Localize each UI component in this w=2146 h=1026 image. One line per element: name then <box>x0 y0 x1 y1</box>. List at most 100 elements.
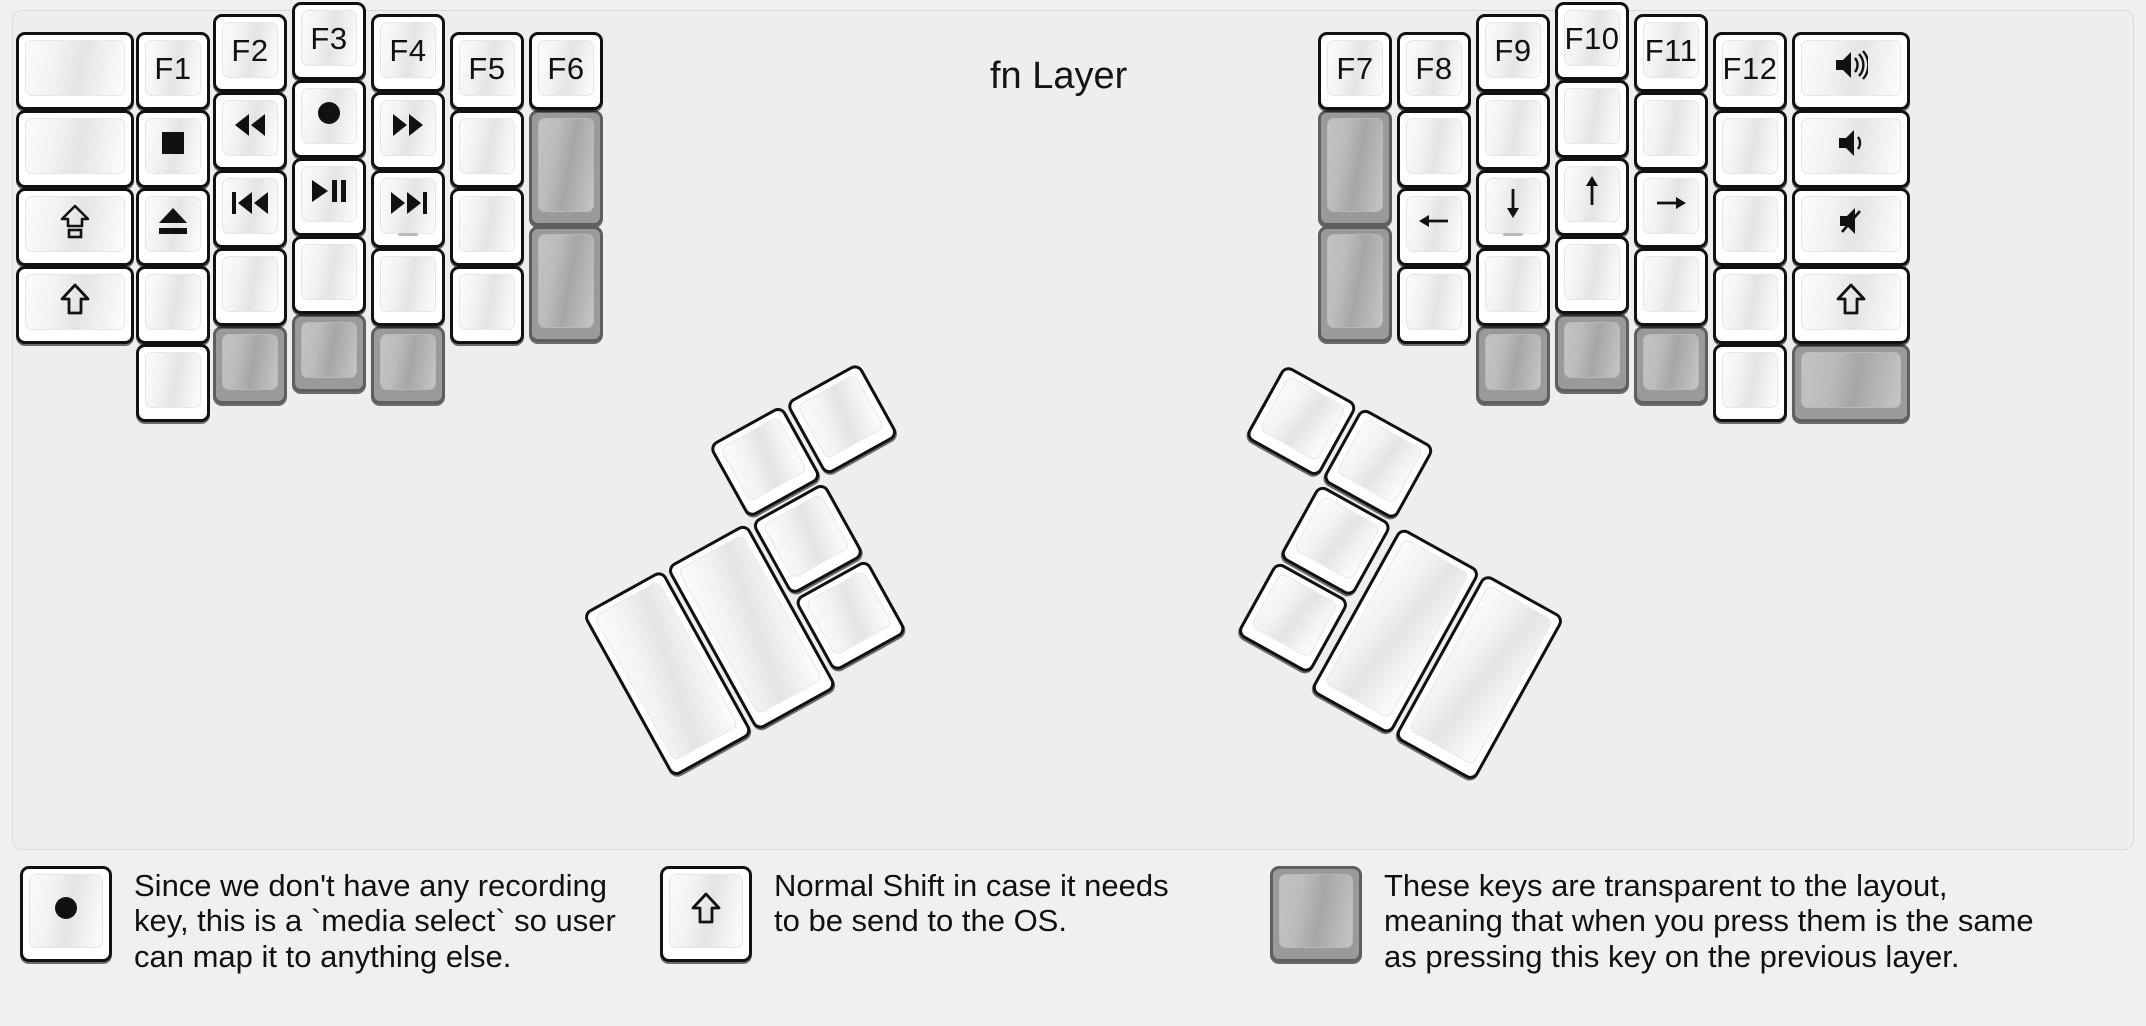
key-right-inner1-0[interactable]: F8 <box>1397 32 1471 110</box>
key-cap <box>301 322 357 378</box>
key-right-inner1-2[interactable] <box>1397 188 1471 266</box>
arrow-left-icon <box>1418 207 1450 241</box>
key-left-index-2[interactable] <box>371 170 445 248</box>
key-left-index-3[interactable] <box>371 248 445 326</box>
key-right-middle-4[interactable] <box>1555 314 1629 392</box>
key-left-index-1[interactable] <box>371 92 445 170</box>
key-right-pinky-3[interactable] <box>1713 266 1787 344</box>
key-right-inner2-2[interactable] <box>1318 226 1392 342</box>
key-left-middle-4[interactable] <box>292 314 366 392</box>
key-cap <box>1327 118 1383 212</box>
legend-key-sample <box>660 866 752 962</box>
key-label: F9 <box>1494 32 1532 68</box>
key-cap <box>25 118 125 174</box>
key-left-pinky-1[interactable] <box>136 110 210 188</box>
key-cap <box>1485 178 1541 234</box>
key-cap <box>1485 256 1541 312</box>
media-rewind-icon <box>232 112 268 144</box>
key-left-index-4[interactable] <box>371 326 445 404</box>
legend-key-sample <box>20 866 112 962</box>
key-right-outer-0[interactable] <box>1792 32 1910 110</box>
key-right-middle-1[interactable] <box>1555 80 1629 158</box>
key-left-pinky-0[interactable]: F1 <box>136 32 210 110</box>
key-cap: F9 <box>1485 22 1541 78</box>
key-left-ring-2[interactable] <box>213 170 287 248</box>
key-right-inner2-1[interactable] <box>1318 110 1392 226</box>
key-right-inner1-1[interactable] <box>1397 110 1471 188</box>
legend-item: Since we don't have any recording key, t… <box>20 866 616 974</box>
shift-icon <box>1836 283 1866 322</box>
key-left-inner1-0[interactable]: F5 <box>450 32 524 110</box>
key-left-pinky-3[interactable] <box>136 266 210 344</box>
key-left-outer-1[interactable] <box>16 110 134 188</box>
key-left-inner2-1[interactable] <box>529 110 603 226</box>
media-stop-icon <box>158 128 188 164</box>
key-left-inner2-0[interactable]: F6 <box>529 32 603 110</box>
key-cap: F2 <box>222 22 278 78</box>
key-left-outer-2[interactable] <box>16 188 134 266</box>
key-right-index-1[interactable] <box>1476 92 1550 170</box>
key-cap: F10 <box>1564 10 1620 66</box>
key-left-inner2-2[interactable] <box>529 226 603 342</box>
key-cap: F1 <box>145 40 201 96</box>
key-label: F12 <box>1722 50 1778 86</box>
key-left-middle-1[interactable] <box>292 80 366 158</box>
key-left-ring-0[interactable]: F2 <box>213 14 287 92</box>
key-left-ring-3[interactable] <box>213 248 287 326</box>
key-cap: F12 <box>1722 40 1778 96</box>
key-left-pinky-2[interactable] <box>136 188 210 266</box>
key-right-ring-0[interactable]: F11 <box>1634 14 1708 92</box>
key-right-inner1-3[interactable] <box>1397 266 1471 344</box>
key-right-index-3[interactable] <box>1476 248 1550 326</box>
homing-bar <box>1503 233 1523 236</box>
legend-key-1 <box>660 866 752 962</box>
key-left-outer-3[interactable] <box>16 266 134 344</box>
key-right-index-2[interactable] <box>1476 170 1550 248</box>
key-cap: F5 <box>459 40 515 96</box>
key-cap <box>1293 495 1382 582</box>
key-right-ring-2[interactable] <box>1634 170 1708 248</box>
legend-description: Since we don't have any recording key, t… <box>134 868 616 974</box>
key-left-inner1-2[interactable] <box>450 188 524 266</box>
key-right-pinky-0[interactable]: F12 <box>1713 32 1787 110</box>
key-right-pinky-1[interactable] <box>1713 110 1787 188</box>
key-right-pinky-4[interactable] <box>1713 344 1787 422</box>
key-cap <box>25 274 125 330</box>
key-left-ring-1[interactable] <box>213 92 287 170</box>
key-right-index-4[interactable] <box>1476 326 1550 404</box>
key-label: F8 <box>1415 50 1453 86</box>
key-left-middle-0[interactable]: F3 <box>292 2 366 80</box>
key-cap <box>222 256 278 312</box>
key-right-outer-2[interactable] <box>1792 188 1910 266</box>
key-right-ring-1[interactable] <box>1634 92 1708 170</box>
key-left-index-0[interactable]: F4 <box>371 14 445 92</box>
key-left-middle-3[interactable] <box>292 236 366 314</box>
key-right-pinky-2[interactable] <box>1713 188 1787 266</box>
media-play-pause-icon <box>310 178 348 210</box>
key-cap <box>380 178 436 234</box>
key-right-outer-1[interactable] <box>1792 110 1910 188</box>
key-left-inner1-3[interactable] <box>450 266 524 344</box>
key-cap <box>762 493 851 580</box>
key-right-middle-2[interactable] <box>1555 158 1629 236</box>
key-left-inner1-1[interactable] <box>450 110 524 188</box>
key-right-middle-3[interactable] <box>1555 236 1629 314</box>
key-right-inner2-0[interactable]: F7 <box>1318 32 1392 110</box>
volume-down-icon <box>1837 128 1865 164</box>
key-label: F6 <box>547 50 585 86</box>
key-right-ring-4[interactable] <box>1634 326 1708 404</box>
key-right-index-0[interactable]: F9 <box>1476 14 1550 92</box>
key-right-middle-0[interactable]: F10 <box>1555 2 1629 80</box>
key-left-pinky-4[interactable] <box>136 344 210 422</box>
key-right-outer-3[interactable] <box>1792 266 1910 344</box>
key-label: F1 <box>154 50 192 86</box>
key-left-middle-2[interactable] <box>292 158 366 236</box>
key-cap <box>1801 118 1901 174</box>
key-cap <box>1327 234 1383 328</box>
key-left-ring-4[interactable] <box>213 326 287 404</box>
key-right-ring-3[interactable] <box>1634 248 1708 326</box>
key-left-outer-0[interactable] <box>16 32 134 110</box>
key-right-outer-4[interactable] <box>1792 344 1910 422</box>
key-cap: F3 <box>301 10 357 66</box>
key-cap <box>459 274 515 330</box>
